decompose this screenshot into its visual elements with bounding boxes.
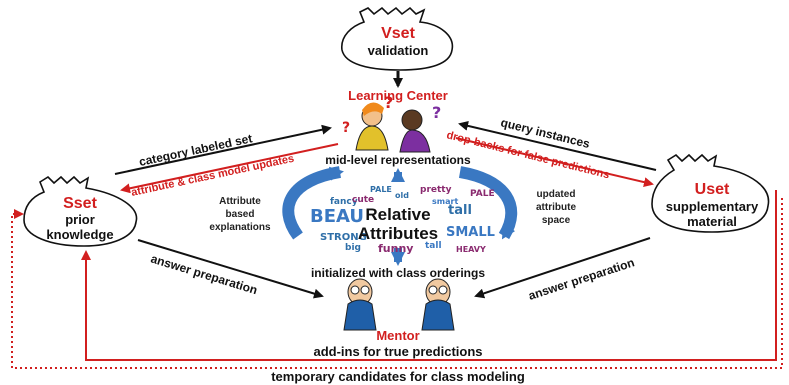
query-arrow bbox=[458, 120, 657, 171]
dropbacks-arrow bbox=[455, 137, 654, 188]
addins-loop-arrow bbox=[81, 190, 777, 361]
svg-text:?: ? bbox=[432, 103, 441, 122]
uset-cloud: Uset supplementary material bbox=[651, 153, 770, 233]
temporary-loop-arrow bbox=[11, 198, 783, 369]
vset-cloud: Vset validation bbox=[341, 6, 454, 71]
word-14: old bbox=[395, 191, 409, 200]
sset-title: Sset bbox=[63, 195, 97, 212]
mentor-figures bbox=[343, 278, 455, 331]
word-cloud: PALE pretty BEAU tall SMALL funny STRONG… bbox=[310, 185, 495, 255]
svg-text:?: ? bbox=[384, 93, 393, 112]
category-label: category labeled set bbox=[138, 131, 254, 169]
learning-center-figures: ? ? ? bbox=[342, 93, 441, 153]
attr-based-line3: explanations bbox=[209, 222, 271, 233]
updated-line3: space bbox=[542, 215, 571, 226]
mentor-title: Mentor bbox=[376, 328, 419, 343]
learning-center-title: Learning Center bbox=[348, 88, 448, 103]
word-12: HEAVY bbox=[456, 245, 486, 254]
word-2: BEAU bbox=[310, 206, 364, 227]
word-6: STRONG bbox=[320, 232, 367, 243]
word-8: fancy bbox=[330, 197, 358, 207]
attr-based-line2: based bbox=[226, 209, 255, 220]
attr-updates-arrow bbox=[120, 143, 339, 194]
answer-right-arrow bbox=[474, 237, 651, 299]
sset-line2: knowledge bbox=[46, 227, 113, 242]
center-line2: Attributes bbox=[358, 224, 438, 243]
word-9: tall bbox=[425, 241, 442, 251]
attr-based-line1: Attribute bbox=[219, 196, 261, 207]
uset-title: Uset bbox=[695, 181, 730, 198]
updated-line2: attribute bbox=[536, 202, 576, 213]
vset-subtitle: validation bbox=[368, 43, 429, 58]
word-10: cute bbox=[352, 195, 374, 205]
word-3: tall bbox=[448, 203, 472, 218]
svg-text:?: ? bbox=[342, 120, 350, 136]
uset-line1: supplementary bbox=[666, 199, 759, 214]
answer-left-arrow bbox=[137, 239, 324, 299]
word-11: big bbox=[345, 243, 361, 253]
updated-line1: updated bbox=[537, 189, 576, 200]
word-0: PALE bbox=[370, 185, 392, 194]
word-5: funny bbox=[378, 242, 413, 255]
sset-line1: prior bbox=[65, 212, 95, 227]
answer-right-label: answer preparation bbox=[527, 255, 637, 303]
answer-left-label: answer preparation bbox=[149, 251, 259, 297]
uset-line2: material bbox=[687, 214, 737, 229]
word-1: pretty bbox=[420, 185, 452, 195]
mid-level-label: mid-level representations bbox=[325, 153, 471, 167]
relative-attributes-cycle bbox=[282, 166, 518, 266]
word-4: SMALL bbox=[446, 225, 495, 240]
temporary-label: temporary candidates for class modeling bbox=[271, 369, 525, 384]
word-13: smart bbox=[432, 197, 458, 206]
addins-label: add-ins for true predictions bbox=[313, 344, 482, 359]
initialized-label: initialized with class orderings bbox=[311, 266, 485, 280]
center-line1: Relative bbox=[365, 205, 430, 224]
word-7: PALE bbox=[470, 189, 495, 199]
category-arrow bbox=[114, 124, 332, 175]
sset-cloud: Sset prior knowledge bbox=[23, 175, 138, 247]
vset-title: Vset bbox=[381, 25, 415, 42]
